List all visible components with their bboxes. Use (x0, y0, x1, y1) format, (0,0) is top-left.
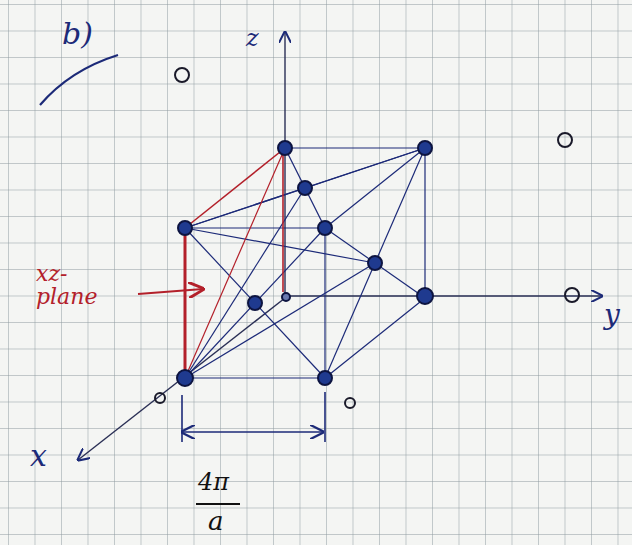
drawing-part (325, 148, 425, 378)
dimension-label: a (208, 508, 224, 535)
fraction-bar (196, 503, 240, 505)
pen-stroke (40, 55, 118, 105)
axis-label: x (30, 440, 47, 472)
dimension-label: 4π (198, 470, 229, 495)
drawing-part (345, 398, 355, 408)
drawing-part (325, 298, 425, 378)
drawing-part (558, 133, 572, 147)
drawing-part (418, 141, 432, 155)
drawing-part (178, 221, 192, 235)
axis-label: z (246, 26, 259, 51)
drawing-part (318, 371, 332, 385)
drawing-part (182, 431, 323, 433)
drawing-part (285, 147, 425, 148)
drawing-part (324, 228, 325, 378)
drawing-part (185, 148, 425, 228)
axes (78, 32, 602, 460)
xz-plane-outline (185, 148, 285, 378)
drawing-part (298, 181, 312, 195)
drawing-part (424, 148, 425, 298)
pointer-arrow (138, 289, 203, 294)
drawing-part (185, 148, 285, 228)
axis-label: y (604, 300, 620, 329)
drawing-part (177, 370, 193, 386)
drawing-part (417, 288, 433, 304)
open-points (155, 68, 579, 408)
drawing-part (305, 148, 425, 188)
drawing-part (282, 150, 284, 292)
dimension-arrow (182, 392, 325, 442)
drawing-part (285, 148, 325, 228)
drawing-part (278, 141, 292, 155)
drawing-part (185, 227, 325, 228)
drawing-part (185, 377, 325, 378)
drawing-part (324, 392, 326, 442)
drawing-part (318, 221, 332, 235)
drawing-part (368, 256, 382, 270)
drawing-part (184, 228, 187, 378)
lattice-lines (185, 148, 425, 378)
lattice-points (177, 141, 433, 386)
drawing-part (185, 188, 305, 378)
drawing-part (185, 263, 375, 378)
drawing-part (185, 228, 375, 263)
y-axis (285, 295, 602, 296)
drawing-part (155, 393, 165, 403)
drawing-part (181, 395, 183, 442)
drawing-part (282, 293, 290, 301)
drawing-part (185, 188, 305, 228)
drawing-part (325, 228, 425, 298)
drawing-part (325, 148, 425, 228)
drawing-part (175, 68, 189, 82)
x-axis (78, 298, 285, 460)
drawing-part (565, 288, 579, 302)
drawing-part (185, 148, 285, 378)
part-label: b) (62, 18, 93, 50)
plane-label: xz- plane (36, 262, 132, 308)
z-axis (284, 32, 285, 298)
drawing-part (248, 296, 262, 310)
